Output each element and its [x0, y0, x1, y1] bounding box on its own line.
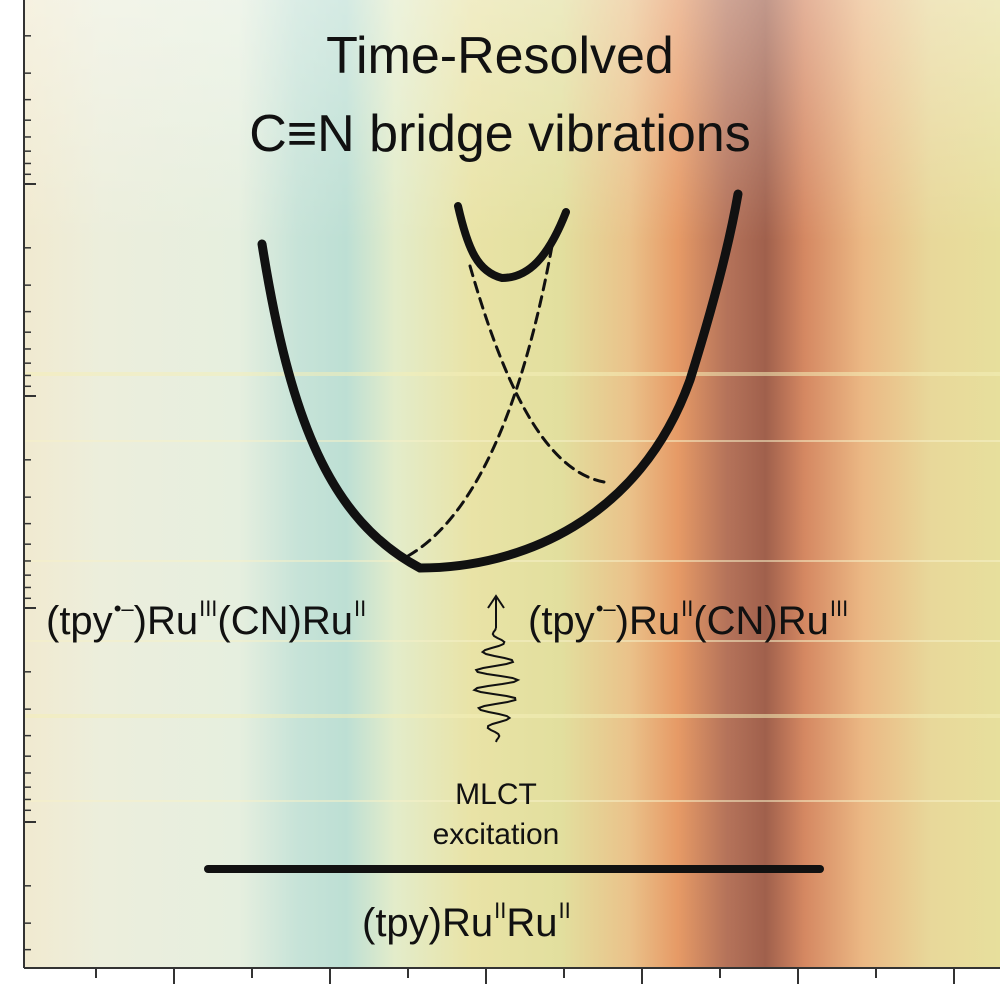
excitation-label-line-1: MLCT: [455, 778, 537, 811]
x-axis-ticks: [95, 968, 955, 984]
heatmap-streaks: [24, 372, 1000, 802]
excitation-label-line-2: excitation: [432, 818, 560, 851]
right-diabatic-curve-dashed: [468, 264, 606, 484]
light-wave-icon: [472, 627, 521, 743]
left-state-label: (tpy•–)RuIII(CN)RuII: [46, 596, 367, 643]
arrow-head: [487, 594, 505, 609]
ground-state-label: (tpy)RuIIRuII: [362, 898, 571, 945]
title-line-2: C≡N bridge vibrations: [249, 105, 751, 163]
upper-adiabatic-curve: [454, 202, 570, 283]
y-axis-ticks: [24, 35, 36, 951]
excitation-arrow: [472, 594, 521, 743]
title-line-1: Time-Resolved: [326, 27, 674, 85]
heatmap-top-fade: [24, 0, 1000, 968]
right-state-label: (tpy•–)RuII(CN)RuIII: [528, 596, 849, 643]
left-diabatic-curve-dashed: [406, 244, 554, 558]
lower-adiabatic-curve: [257, 189, 743, 573]
potential-curves: [204, 189, 824, 873]
